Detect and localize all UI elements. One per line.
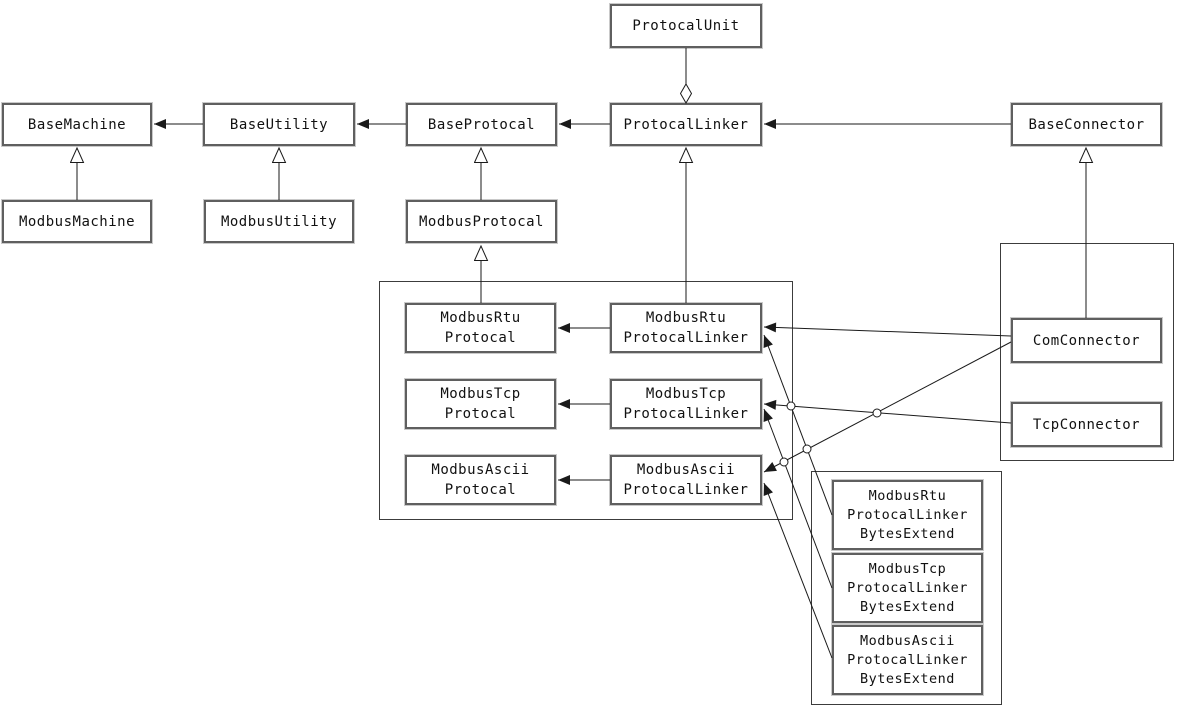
class-box-modbus-tcp-protocal-linker-bytes-extend: ModbusTcp ProtocalLinker BytesExtend	[831, 552, 984, 624]
class-label: BaseConnector	[1028, 116, 1145, 133]
class-box-modbus-utility: ModbusUtility	[203, 199, 355, 244]
line-jump-icon	[872, 408, 882, 418]
class-label: ModbusTcp ProtocalLinker BytesExtend	[847, 560, 968, 615]
line-jump-icon	[802, 444, 812, 454]
class-box-tcp-connector: TcpConnector	[1010, 401, 1163, 448]
edge-comconnector-to-modbusasciiprotocallinker	[763, 341, 1012, 473]
class-box-modbus-ascii-protocal-linker: ModbusAscii ProtocalLinker	[609, 454, 763, 506]
class-box-modbus-ascii-protocal: ModbusAscii Protocal	[404, 454, 557, 506]
class-box-base-connector: BaseConnector	[1010, 102, 1163, 147]
class-label: ModbusRtu Protocal	[440, 310, 521, 346]
class-box-modbus-ascii-protocal-linker-bytes-extend: ModbusAscii ProtocalLinker BytesExtend	[831, 624, 984, 696]
class-box-com-connector: ComConnector	[1010, 317, 1163, 364]
class-label: TcpConnector	[1032, 416, 1141, 433]
class-label: ModbusMachine	[18, 213, 136, 230]
edge-comconnector-to-modbusrtuprotocallinker	[763, 322, 1012, 337]
class-box-modbus-tcp-protocal-linker: ModbusTcp ProtocalLinker	[609, 378, 763, 430]
class-box-modbus-rtu-protocal: ModbusRtu Protocal	[404, 302, 557, 354]
class-label: ModbusUtility	[220, 213, 338, 230]
class-box-modbus-tcp-protocal: ModbusTcp Protocal	[404, 378, 557, 430]
class-box-protocal-unit: ProtocalUnit	[609, 3, 763, 49]
class-label: ProtocalLinker	[623, 116, 749, 133]
class-box-base-protocal: BaseProtocal	[405, 102, 558, 147]
class-label: BaseProtocal	[427, 116, 536, 133]
class-box-modbus-machine: ModbusMachine	[1, 199, 153, 244]
class-box-protocal-linker: ProtocalLinker	[609, 102, 763, 147]
class-label: ModbusProtocal	[418, 213, 544, 230]
class-box-modbus-rtu-protocal-linker: ModbusRtu ProtocalLinker	[609, 302, 763, 354]
class-box-modbus-rtu-protocal-linker-bytes-extend: ModbusRtu ProtocalLinker BytesExtend	[831, 479, 984, 551]
edge-tcpconnector-to-modbustcpprotocallinker	[763, 399, 1012, 424]
class-label: ModbusTcp ProtocalLinker	[623, 386, 749, 422]
class-label: ComConnector	[1032, 332, 1141, 349]
class-label: ModbusRtu ProtocalLinker	[623, 310, 749, 346]
class-label: ModbusAscii Protocal	[431, 462, 530, 498]
class-box-modbus-protocal: ModbusProtocal	[405, 199, 558, 244]
class-label: BaseMachine	[27, 116, 127, 133]
class-label: ModbusAscii ProtocalLinker	[623, 462, 749, 498]
class-box-base-utility: BaseUtility	[202, 102, 356, 147]
class-label: ProtocalUnit	[632, 18, 740, 34]
class-label: BaseUtility	[229, 116, 329, 133]
class-label: ModbusAscii ProtocalLinker BytesExtend	[847, 632, 968, 687]
class-label: ModbusRtu ProtocalLinker BytesExtend	[847, 487, 968, 542]
class-label: ModbusTcp Protocal	[440, 386, 521, 422]
class-box-base-machine: BaseMachine	[1, 102, 153, 147]
